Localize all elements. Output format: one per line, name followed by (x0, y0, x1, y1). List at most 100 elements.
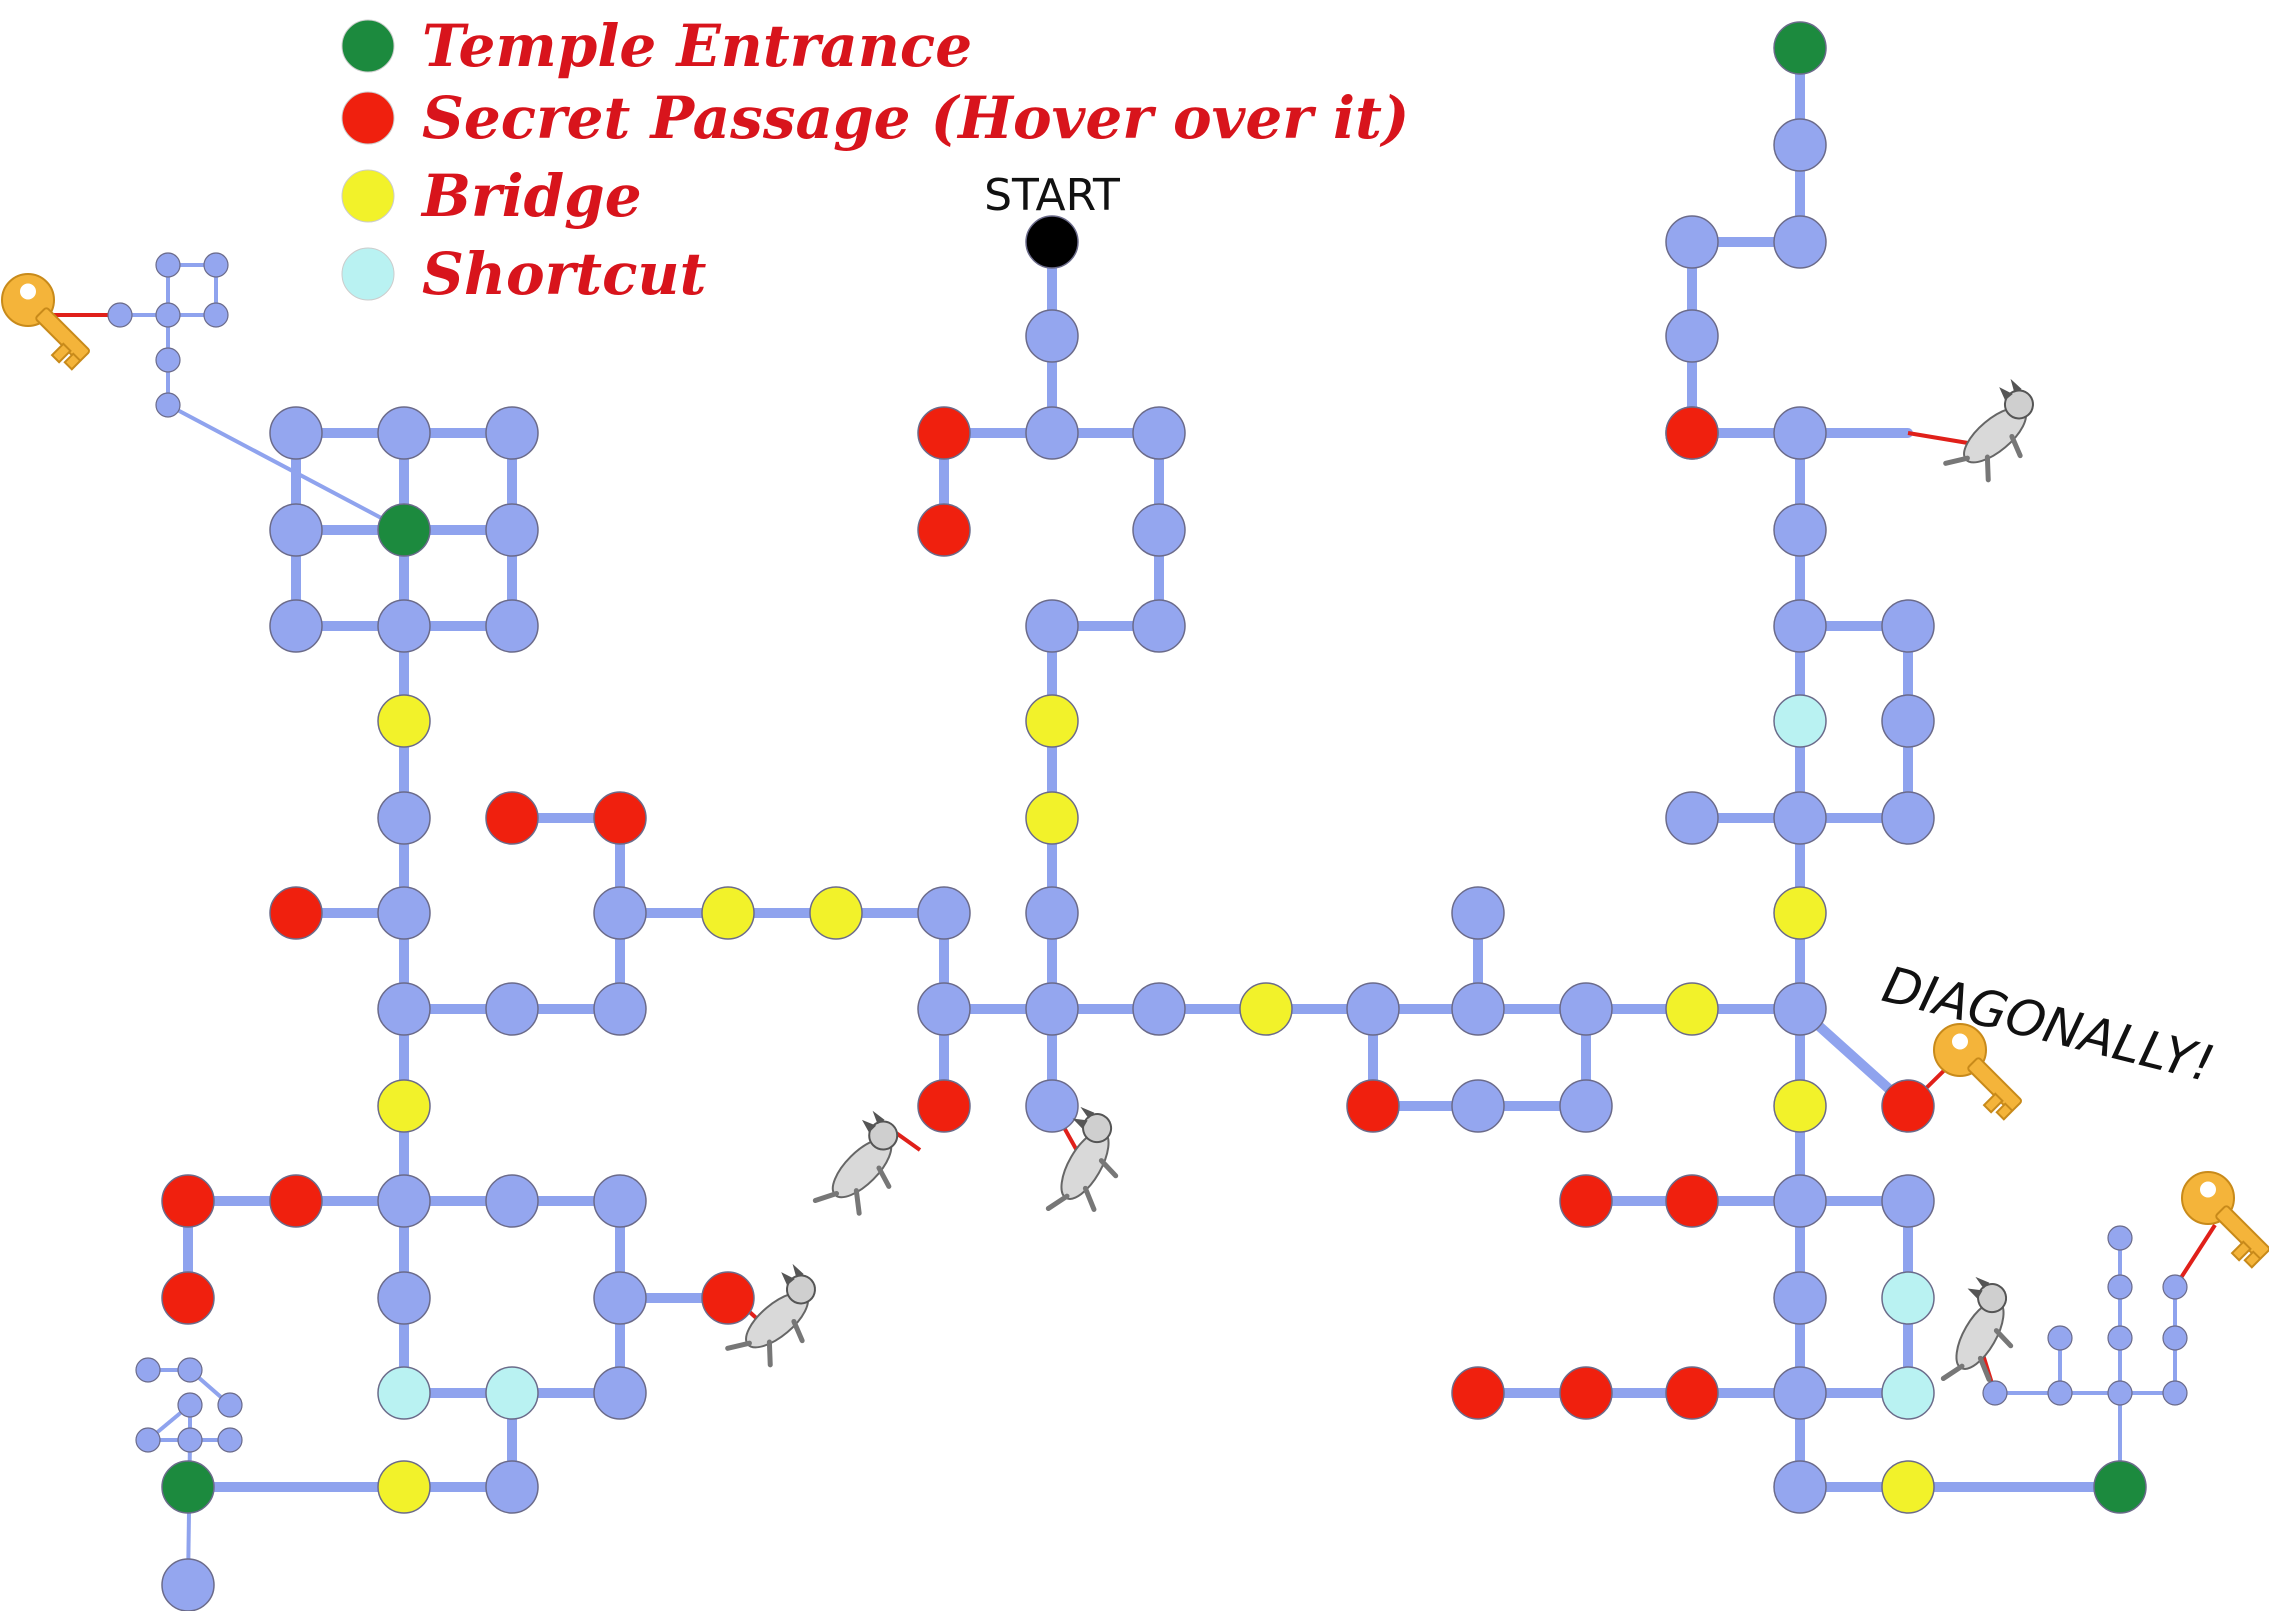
path-node (1665, 309, 1719, 363)
secret-passage-node (1559, 1366, 1613, 1420)
path-node (1132, 599, 1186, 653)
path-node (485, 599, 539, 653)
path-node (269, 406, 323, 460)
temple-entrance-node (377, 503, 431, 557)
mini-node (135, 1357, 161, 1383)
bridge-node (1239, 982, 1293, 1036)
secret-passage-node (1559, 1174, 1613, 1228)
legend-label-bridge: Bridge (420, 162, 642, 230)
path-node (1881, 791, 1935, 845)
dog-ears (781, 1263, 804, 1286)
bridge-node (1773, 886, 1827, 940)
path-node (1025, 1079, 1079, 1133)
path-node (485, 1460, 539, 1514)
bridge-node (1665, 982, 1719, 1036)
shortcut-node (377, 1366, 431, 1420)
node-layer (107, 21, 2188, 1611)
path-node (1451, 886, 1505, 940)
key-icon (1933, 1023, 2022, 1121)
sleeping-dog-icon (1045, 1106, 1119, 1212)
key-tooth (1982, 1092, 2004, 1114)
path-node (485, 406, 539, 460)
legend-label-secret: Secret Passage (Hover over it) (422, 84, 1409, 152)
sleeping-dog-icon (1943, 378, 2034, 483)
key-shaft (2215, 1205, 2269, 1260)
temple-entrance-node (2093, 1460, 2147, 1514)
key-hole (20, 283, 36, 300)
secret-passage-node (1451, 1366, 1505, 1420)
path-node (593, 1174, 647, 1228)
mini-node (2047, 1325, 2073, 1351)
temple-entrance-node (1773, 21, 1827, 75)
secret-passage-node (485, 791, 539, 845)
path-node (1773, 1271, 1827, 1325)
mini-node (2162, 1380, 2188, 1406)
path-node (917, 886, 971, 940)
bridge-node (377, 1079, 431, 1133)
key-tooth (50, 342, 72, 364)
path-node (377, 886, 431, 940)
bridge-node (1773, 1079, 1827, 1133)
mini-node (217, 1392, 243, 1418)
shortcut-node (485, 1366, 539, 1420)
secret-passage-node (1665, 1174, 1719, 1228)
mini-node (2107, 1325, 2133, 1351)
dog-ears (1967, 1276, 1990, 1300)
sleeping-dog-icon (1940, 1276, 2014, 1382)
dog-leg (1993, 1328, 2014, 1349)
dog-leg (1984, 454, 1991, 483)
key-hole (1952, 1033, 1968, 1050)
path-node (377, 599, 431, 653)
mini-node (217, 1427, 243, 1453)
start-label: START (984, 170, 1120, 221)
path-node (1451, 1079, 1505, 1133)
path-node (1881, 694, 1935, 748)
bridge-node (809, 886, 863, 940)
path-node (1559, 982, 1613, 1036)
secret-passage-node (917, 406, 971, 460)
path-node (377, 982, 431, 1036)
mini-node (155, 392, 181, 418)
dog-leg (1098, 1158, 1119, 1179)
secret-passage-node (1346, 1079, 1400, 1133)
key-tooth (1995, 1102, 2014, 1121)
mini-node (135, 1427, 161, 1453)
legend-label-entrance: Temple Entrance (422, 12, 972, 80)
dog-leg (766, 1339, 773, 1368)
dog-leg (791, 1318, 805, 1344)
mini-node (2107, 1274, 2133, 1300)
path-node (1773, 118, 1827, 172)
secret-passage-node (161, 1271, 215, 1325)
path-node (1881, 1174, 1935, 1228)
dog-tail (1943, 455, 1970, 466)
secret-passage-node (917, 1079, 971, 1133)
mini-node (155, 252, 181, 278)
path-node (1773, 791, 1827, 845)
path-node (1025, 599, 1079, 653)
dog-ears (862, 1110, 885, 1133)
mini-node (177, 1357, 203, 1383)
mini-node (2162, 1274, 2188, 1300)
dog-leg (1977, 1355, 1992, 1382)
secret-passage-node (161, 1174, 215, 1228)
mini-node (177, 1392, 203, 1418)
dog-leg (853, 1188, 862, 1216)
decorations (0, 273, 2269, 1382)
path-node (1773, 599, 1827, 653)
path-node (485, 982, 539, 1036)
path-node (593, 1271, 647, 1325)
secret-links (42, 313, 2217, 1394)
path-node (1346, 982, 1400, 1036)
path-node (1665, 791, 1719, 845)
mini-node (1982, 1380, 2008, 1406)
dog-tail (725, 1340, 752, 1351)
path-node (1025, 982, 1079, 1036)
bridge-node (1881, 1460, 1935, 1514)
key-tooth (2243, 1250, 2262, 1269)
key-icon (2181, 1171, 2269, 1269)
dog-tail (1045, 1193, 1070, 1211)
path-node (1132, 982, 1186, 1036)
path-node (1773, 1174, 1827, 1228)
secret-passage-node (269, 1174, 323, 1228)
shortcut-node (1881, 1271, 1935, 1325)
